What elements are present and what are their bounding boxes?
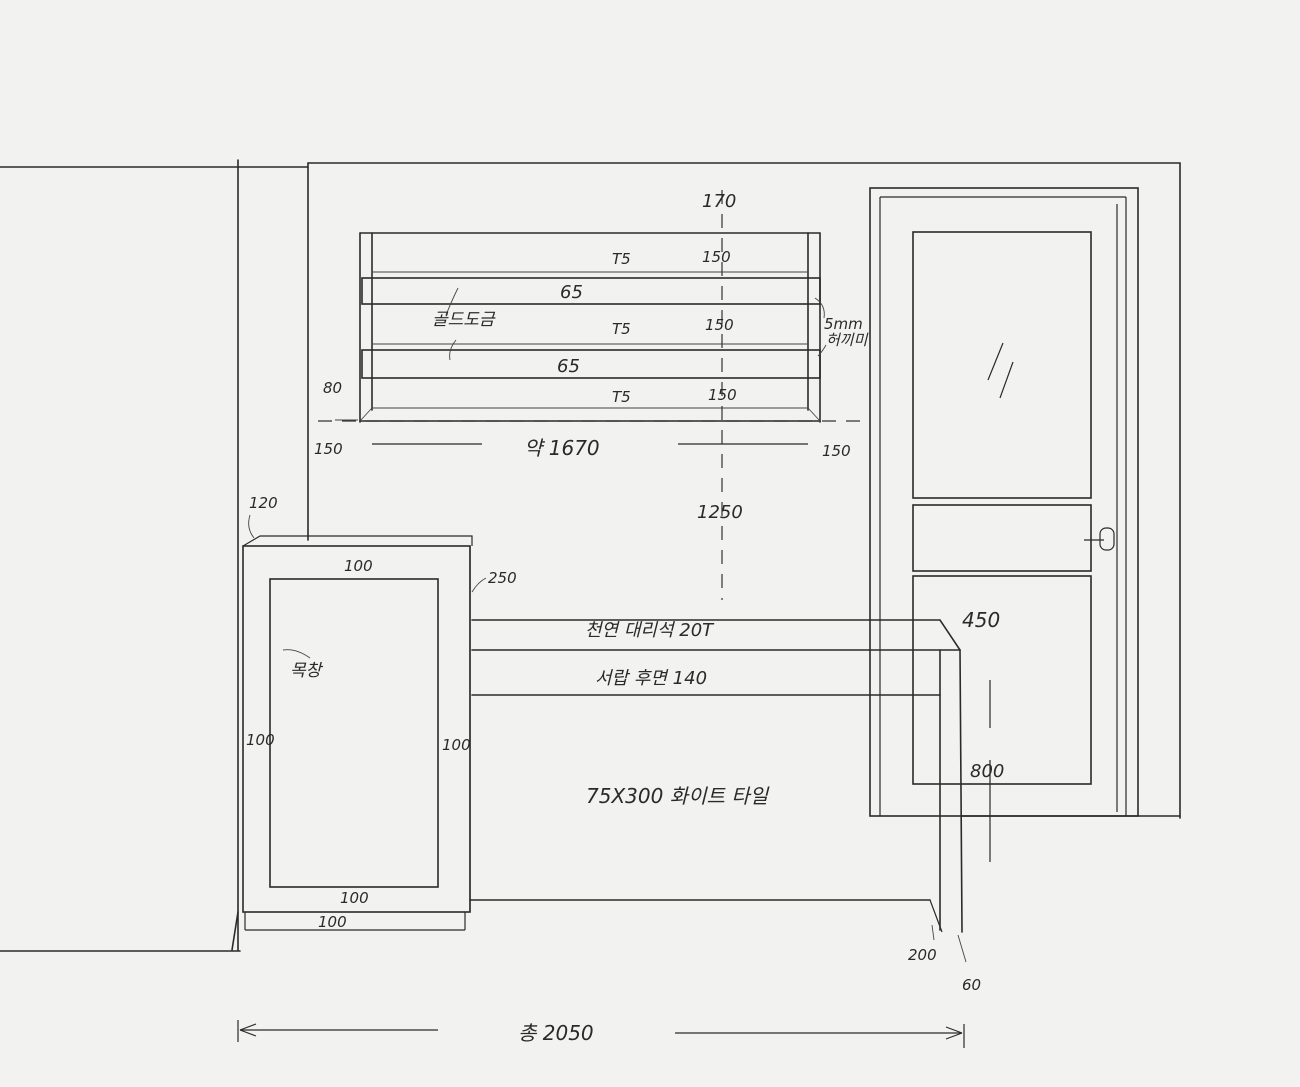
door-handle-icon bbox=[1084, 527, 1115, 551]
dim-cabinet-depth: 250 bbox=[488, 569, 517, 587]
note-cabinet-label: 목창 bbox=[290, 661, 324, 681]
dim-shelf-thickness-1: 65 bbox=[560, 282, 583, 303]
dim-shelf-width: 약 1670 bbox=[524, 436, 600, 460]
dim-cabinet-frame-left: 100 bbox=[246, 731, 275, 749]
dim-shelf-gap-1: 150 bbox=[702, 248, 731, 266]
cabinet bbox=[242, 535, 473, 931]
dim-leg-60: 60 bbox=[962, 976, 981, 994]
note-gold-plating: 골드도금 bbox=[432, 310, 496, 330]
dim-cabinet-base: 100 bbox=[318, 913, 347, 931]
dim-left-offset: 150 bbox=[314, 440, 343, 458]
dim-t5-2: T5 bbox=[612, 320, 631, 338]
counter bbox=[469, 619, 963, 933]
dim-shelf-left-80: 80 bbox=[323, 379, 342, 397]
note-tile: 75X300 화이트 타일 bbox=[586, 784, 770, 808]
dim-cabinet-frame-right: 100 bbox=[442, 736, 471, 754]
dim-shelf-thickness-2: 65 bbox=[557, 356, 580, 377]
dim-right-offset: 150 bbox=[822, 442, 851, 460]
dim-t5-3: T5 bbox=[612, 388, 631, 406]
drawer-note: 서랍 후면 140 bbox=[595, 668, 707, 689]
dim-door-lower: 800 bbox=[970, 761, 1004, 782]
dim-cabinet-frame-top: 100 bbox=[344, 557, 373, 575]
dim-door-handle-height: 450 bbox=[962, 608, 1000, 632]
dim-shelf-gap-2: 150 bbox=[705, 316, 734, 334]
dim-shelf-to-counter: 1250 bbox=[697, 502, 743, 523]
note-mirror-edge-1: 5mm bbox=[824, 315, 863, 333]
wall-shelves bbox=[359, 232, 821, 423]
dim-cabinet-frame-bottom: 100 bbox=[340, 889, 369, 907]
dim-shelf-gap-3: 150 bbox=[708, 386, 737, 404]
dim-t5-1: T5 bbox=[612, 250, 631, 268]
left-wall bbox=[0, 159, 309, 952]
dim-cabinet-top: 120 bbox=[249, 494, 278, 512]
counter-top-note: 천연 대리석 20T bbox=[585, 620, 715, 641]
dim-total-width: 총 2050 bbox=[518, 1021, 594, 1045]
dim-top-center: 170 bbox=[702, 191, 736, 212]
dim-leg-200: 200 bbox=[908, 946, 937, 964]
door bbox=[869, 187, 1139, 862]
leader-lines bbox=[248, 287, 967, 963]
note-mirror-edge-2: 허끼미 bbox=[826, 331, 869, 349]
dimension-lines bbox=[237, 190, 965, 1048]
